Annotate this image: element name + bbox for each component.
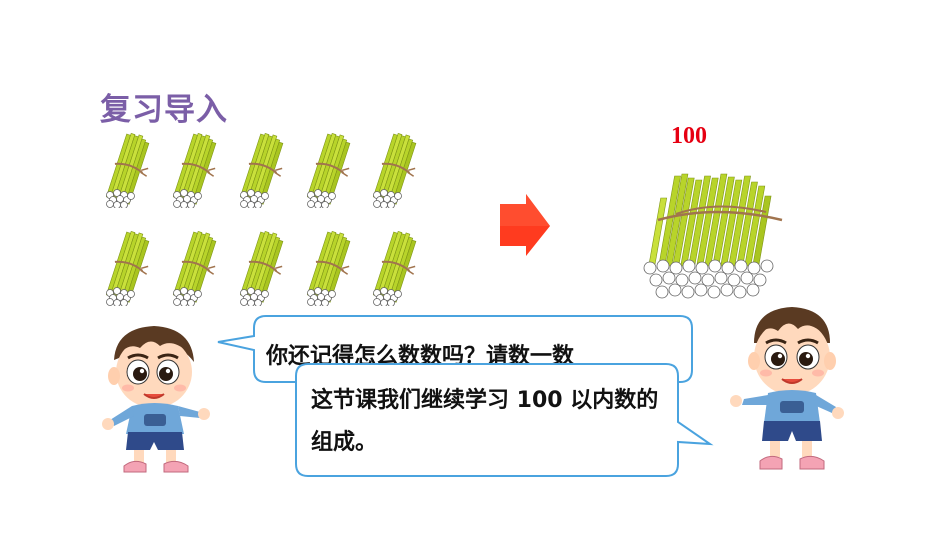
- bundle-of-ten-icon: [103, 132, 152, 208]
- bubble-2-text: 这节课我们继续学习 100 以内数的组成。: [311, 388, 659, 455]
- left-boy-character: [102, 326, 210, 473]
- hundred-label: 100: [671, 123, 707, 149]
- page-title: 复习导入: [100, 92, 228, 128]
- bundle-of-hundred-icon: [643, 173, 783, 299]
- bundle-of-ten-icon: [170, 230, 219, 306]
- bundle-of-ten-icon: [103, 230, 152, 306]
- bundle-of-ten-icon: [237, 230, 286, 306]
- bundle-of-ten-icon: [304, 132, 353, 208]
- bundle-of-ten-icon: [370, 132, 419, 208]
- right-boy-character: [730, 307, 844, 470]
- speech-bubble-front: [295, 363, 714, 477]
- right-arrow-icon: [500, 194, 550, 256]
- bundle-of-ten-icon: [170, 132, 219, 208]
- bundle-of-ten-icon: [304, 230, 353, 306]
- bundle-of-ten-icon: [237, 132, 286, 208]
- bundle-of-ten-icon: [370, 230, 419, 306]
